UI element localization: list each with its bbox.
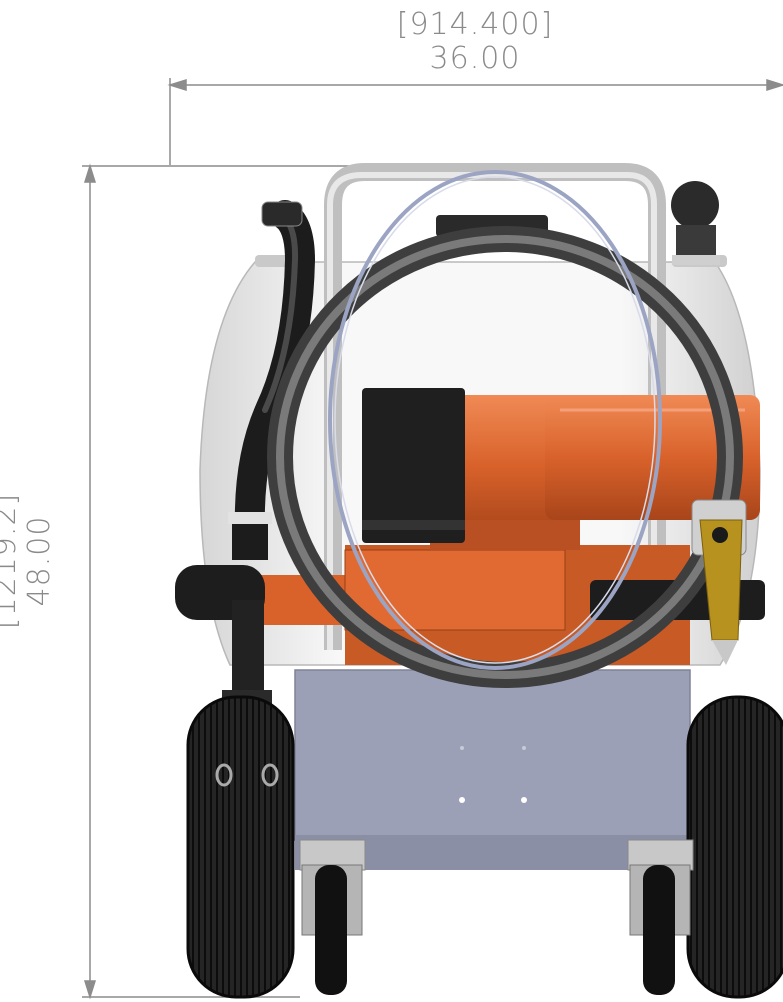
engine-housing [362, 388, 465, 543]
coupler-rings [215, 763, 279, 787]
height-dimension-line [82, 163, 365, 1000]
fill-cap-fitting [671, 181, 720, 265]
right-wheel [686, 695, 783, 999]
width-dimension-label: [914.400] 36.00 [360, 8, 590, 76]
width-imperial-text: 36.00 [429, 41, 521, 76]
left-wheel [186, 695, 295, 999]
width-dimension-line [167, 78, 783, 165]
width-metric-text: [914.400] [396, 7, 554, 42]
suction-hose [228, 200, 316, 560]
coiled-hose [267, 170, 743, 688]
spray-valve [691, 499, 747, 665]
left-caster [299, 839, 366, 995]
right-caster [627, 839, 694, 995]
base-frame [294, 669, 691, 870]
